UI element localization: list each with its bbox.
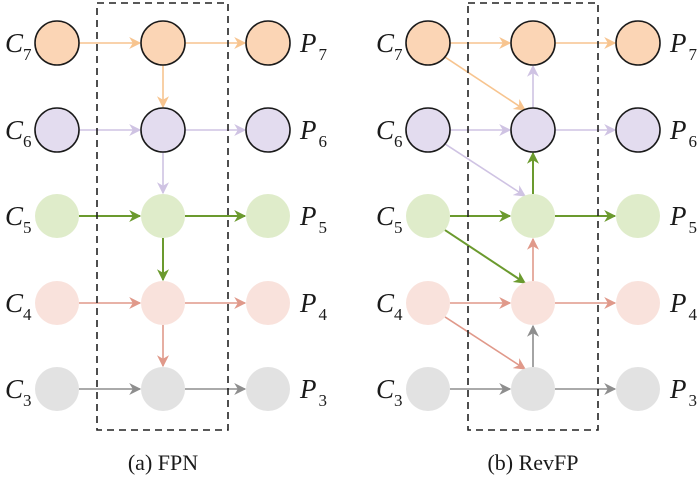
label-c6: C6: [5, 115, 32, 151]
node-p7: [615, 20, 661, 66]
node-mid7: [140, 20, 186, 66]
cross-arrow-c6: [444, 143, 527, 197]
node-mid3: [511, 367, 555, 411]
edges: [444, 37, 617, 395]
label-c7: C7: [5, 28, 32, 64]
node-p6: [615, 107, 661, 153]
node-mid7: [510, 20, 556, 66]
dashed-box: [467, 2, 599, 431]
label-c5: C5: [5, 201, 32, 237]
node-p4: [246, 281, 290, 325]
cross-arrow-c5: [444, 229, 527, 284]
cross-arrow-c7: [444, 56, 527, 111]
node-p7: [245, 20, 291, 66]
node-mid5: [141, 194, 185, 238]
node-c3: [35, 367, 79, 411]
label-c5: C5: [376, 201, 403, 237]
edges: [79, 37, 247, 395]
node-c5: [35, 194, 79, 238]
caption-fpn: (a) FPN: [128, 450, 198, 475]
label-c3: C3: [376, 374, 403, 410]
label-c7: C7: [376, 28, 403, 64]
node-p3: [616, 367, 660, 411]
node-c6: [34, 107, 80, 153]
node-c7: [405, 20, 451, 66]
node-c3: [406, 367, 450, 411]
node-c7: [34, 20, 80, 66]
caption-revfp: (b) RevFP: [487, 450, 578, 475]
node-p5: [246, 194, 290, 238]
node-c6: [405, 107, 451, 153]
cross-arrow-c4: [444, 316, 527, 370]
dashed-box: [96, 2, 229, 431]
node-mid4: [511, 281, 555, 325]
node-mid3: [141, 367, 185, 411]
node-mid5: [511, 194, 555, 238]
node-p6: [245, 107, 291, 153]
label-c4: C4: [376, 288, 403, 324]
label-c6: C6: [376, 115, 403, 151]
label-c4: C4: [5, 288, 32, 324]
node-mid6: [140, 107, 186, 153]
node-p5: [616, 194, 660, 238]
node-p4: [616, 281, 660, 325]
label-c3: C3: [5, 374, 32, 410]
node-c4: [406, 281, 450, 325]
node-mid6: [510, 107, 556, 153]
node-c4: [35, 281, 79, 325]
node-p3: [246, 367, 290, 411]
node-c5: [406, 194, 450, 238]
node-mid4: [141, 281, 185, 325]
